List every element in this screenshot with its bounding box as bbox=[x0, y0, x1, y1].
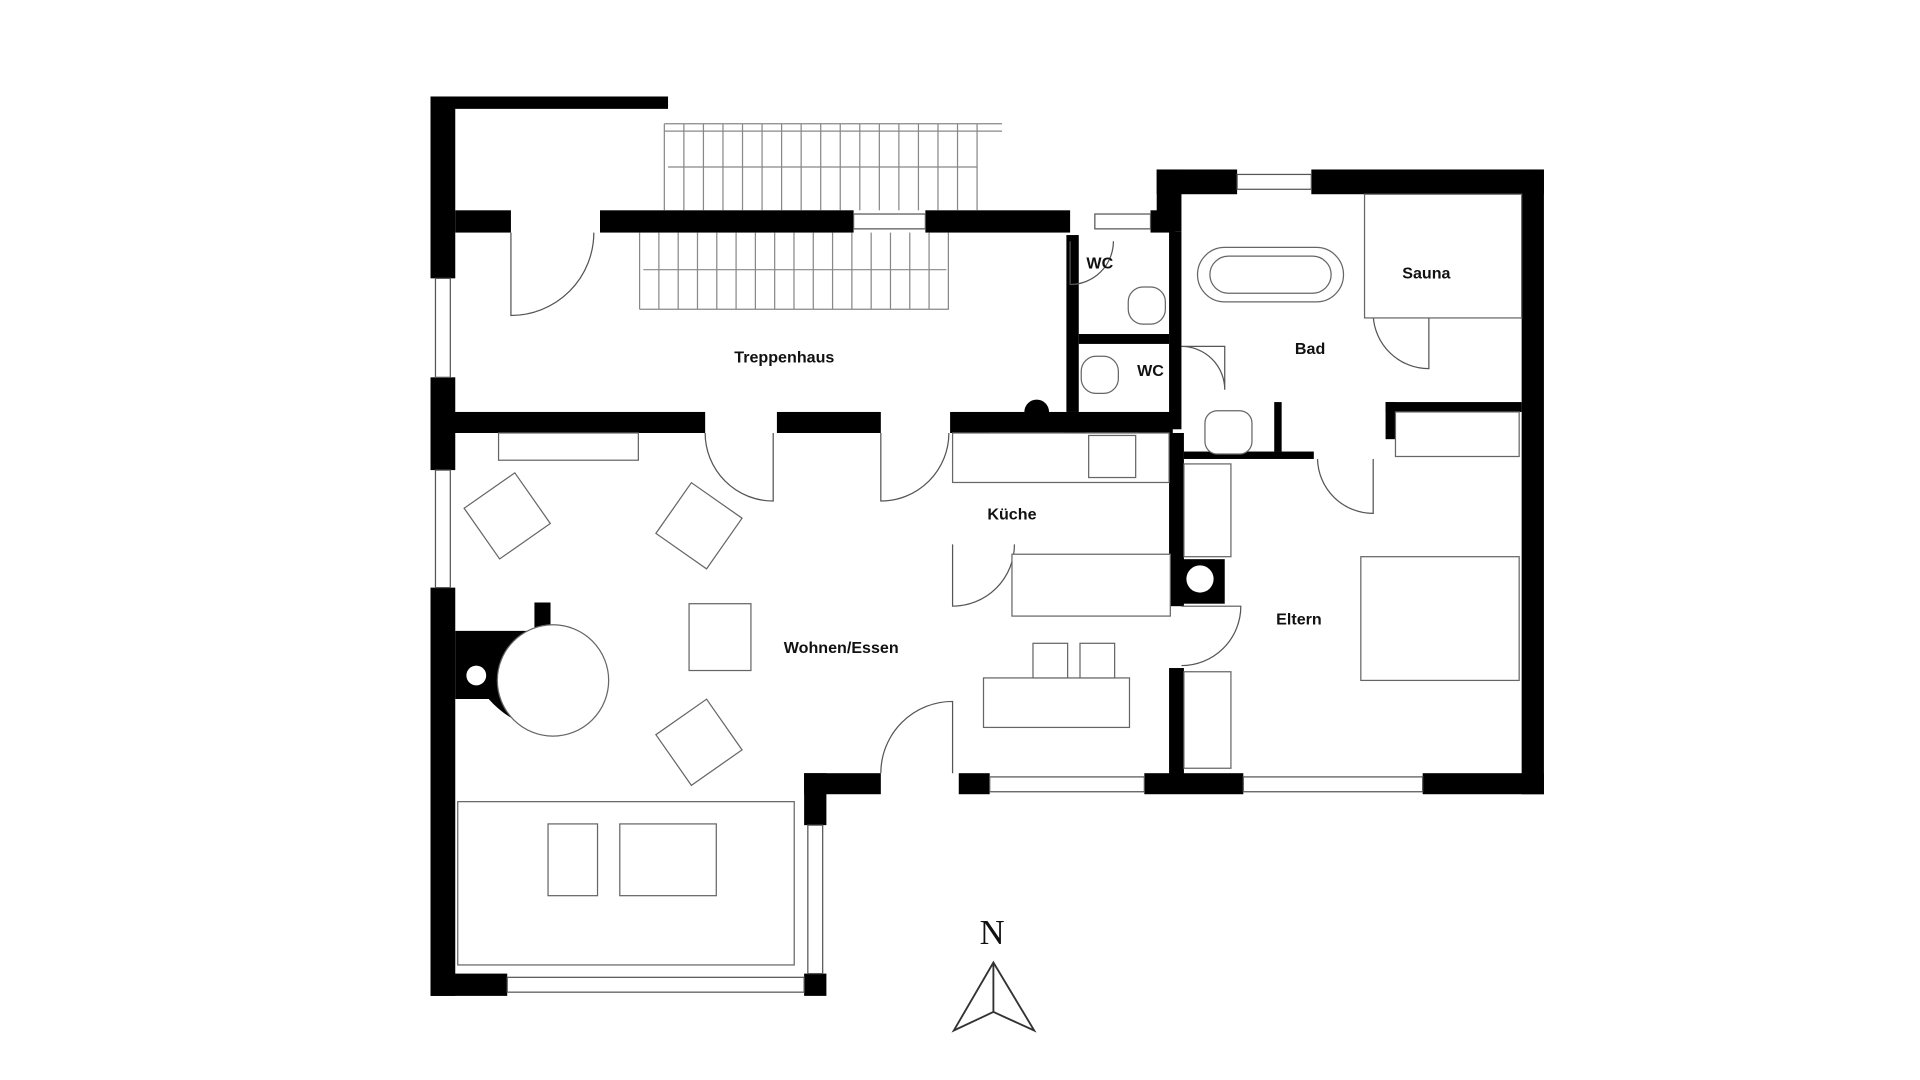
room-label-wc-2: WC bbox=[1137, 362, 1164, 380]
north-label: N bbox=[980, 914, 1005, 952]
windows bbox=[434, 173, 1424, 993]
stairs bbox=[638, 123, 1003, 310]
room-label-bad: Bad bbox=[1295, 340, 1325, 358]
room-label-wohnen-essen: Wohnen/Essen bbox=[784, 639, 899, 657]
room-label-kueche: Küche bbox=[987, 506, 1036, 524]
room-label-eltern: Eltern bbox=[1276, 611, 1322, 629]
furniture bbox=[457, 193, 1523, 966]
north-arrow-icon bbox=[951, 960, 1037, 1033]
room-label-sauna: Sauna bbox=[1402, 264, 1451, 282]
doors bbox=[510, 232, 1430, 774]
room-label-wc-1: WC bbox=[1086, 254, 1113, 272]
room-label-treppenhaus: Treppenhaus bbox=[734, 348, 834, 366]
north-arrow: N bbox=[951, 914, 1037, 1033]
